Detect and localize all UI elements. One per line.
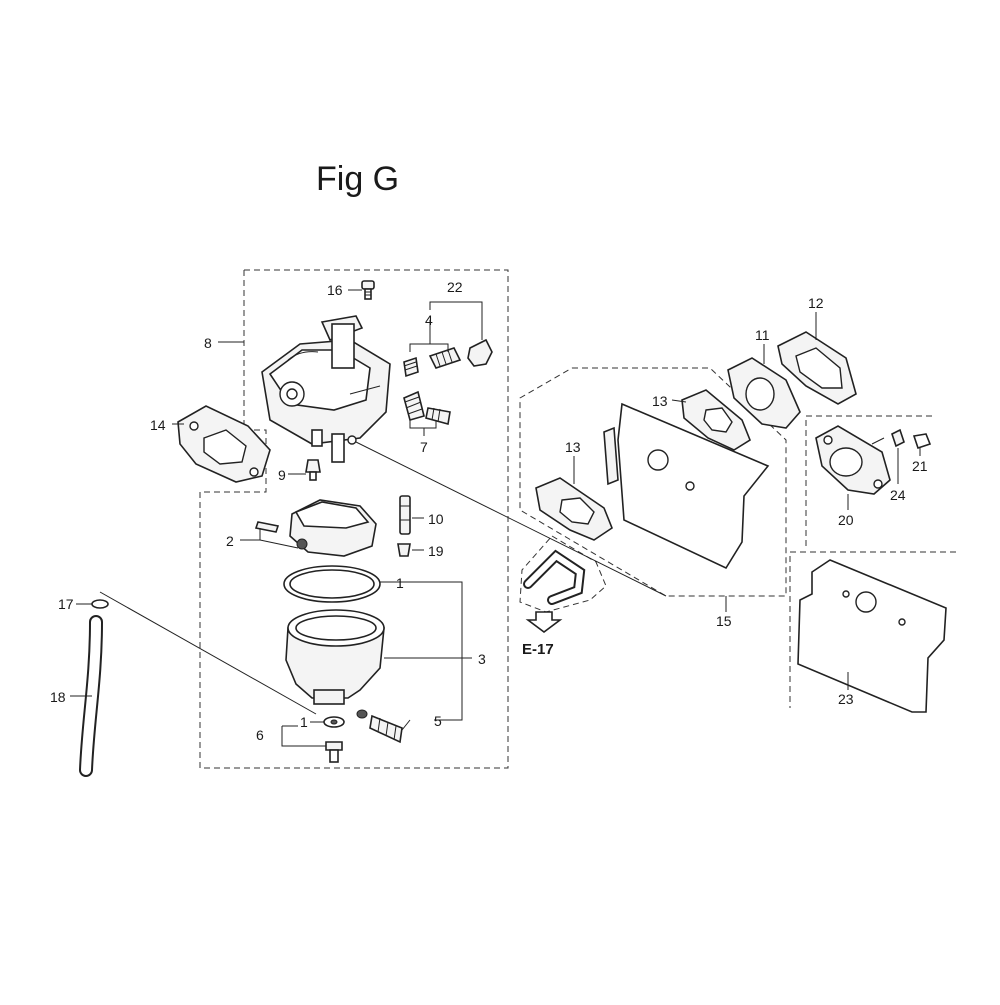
callout-5: 5 [434,713,442,729]
callout-8: 8 [204,335,212,351]
carburetor-body [261,315,391,463]
leader-long-right [351,439,667,597]
callout-13-left: 13 [565,439,581,455]
gasket-12 [777,331,857,405]
callout-19: 19 [428,543,444,559]
plate-23 [797,559,947,713]
float-chamber-3 [285,609,385,705]
callout-17: 17 [58,596,74,612]
main-jet-9 [305,459,321,481]
nozzle-10 [399,495,411,535]
cap-21 [912,433,932,450]
callout-20: 20 [838,512,854,528]
drain-screw-5 [356,709,403,744]
carburetor-group-frame [199,269,509,769]
figure-title: Fig G [316,160,400,198]
throttle-screw-set-7 [403,390,451,426]
gasket-14 [177,405,271,483]
callout-18: 18 [50,689,66,705]
callout-16: 16 [327,282,343,298]
fuel-tube-18 [79,615,103,777]
callout-6: 6 [256,727,264,743]
clip-17 [91,599,109,609]
callout-23: 23 [838,691,854,707]
callout-12: 12 [808,295,824,311]
callout-11: 11 [755,327,770,343]
insulator-20 [815,425,891,495]
heat-shield-plate [603,402,770,570]
screw-16 [361,280,375,300]
gasket-13-left [535,477,613,541]
pilot-screw-set-4 [403,347,462,378]
leader-lines [70,289,921,747]
reference-arrow-icon [525,611,563,633]
callout-3: 3 [478,651,486,667]
right-upper-frame [805,415,932,548]
insulator-11 [727,357,801,429]
callout-4: 4 [425,312,433,328]
callout-13-right: 13 [652,393,668,409]
breather-hose [523,549,586,605]
reference-label[interactable]: E-17 [522,641,554,658]
callout-24: 24 [890,487,906,503]
callout-21: 21 [912,458,928,474]
callout-15: 15 [716,613,732,629]
hose-dashed-outline [519,535,607,613]
leader-long-left [99,591,317,715]
callout-1-gasket: 1 [396,575,404,591]
callout-22: 22 [447,279,463,295]
callout-7: 7 [420,439,428,455]
insulator-group-frame [519,367,787,597]
drain-bolt-6 [323,716,345,763]
float-2 [254,499,377,557]
float-valve-19 [397,543,411,557]
callout-2: 2 [226,533,234,549]
cap-22 [467,338,493,367]
float-chamber-gasket-1 [283,565,381,603]
callout-9: 9 [278,467,286,483]
right-lower-frame [789,551,956,708]
callout-10: 10 [428,511,444,527]
gasket-13-right [681,389,751,451]
callout-1-washer: 1 [300,714,308,730]
clip-24 [891,428,905,448]
callout-14: 14 [150,417,166,433]
